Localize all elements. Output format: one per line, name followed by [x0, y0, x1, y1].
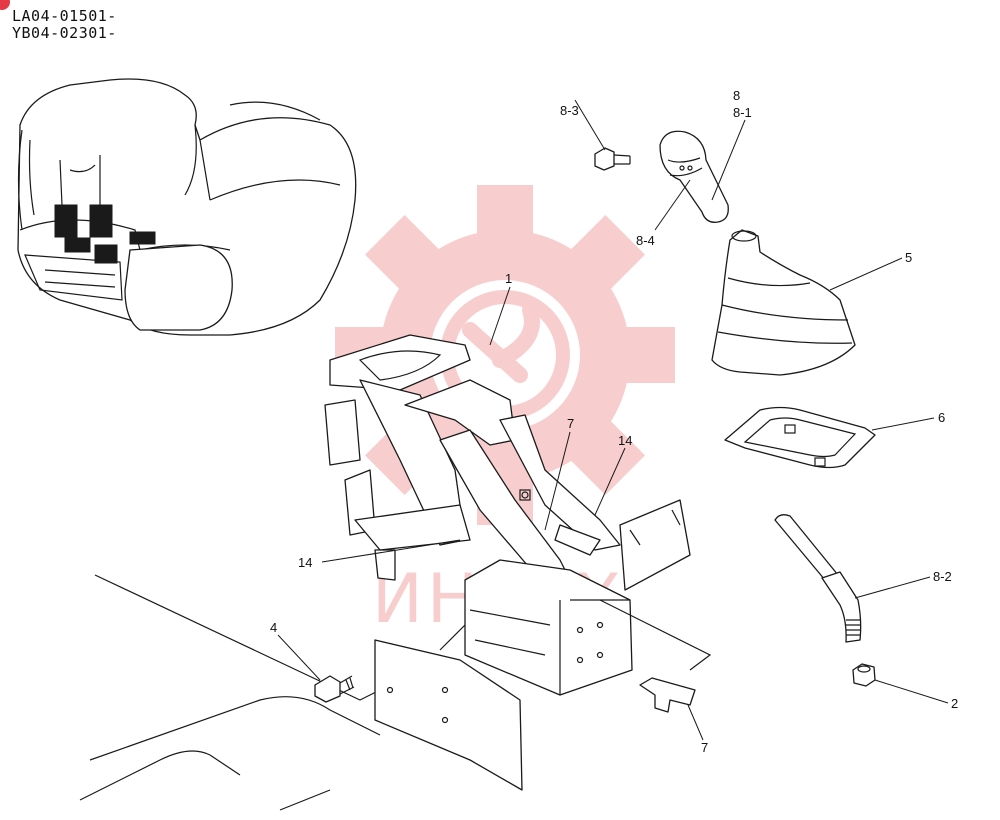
callout-7-lower: 7 — [701, 740, 708, 755]
callout-8-4: 8-4 — [636, 233, 655, 248]
serial-number-2: YB04-02301- — [12, 24, 117, 42]
callout-8-1: 8-1 — [733, 105, 752, 120]
rubber-boot-part-5 — [711, 229, 856, 376]
callout-2: 2 — [951, 696, 958, 711]
nut-part-2 — [852, 663, 876, 687]
callout-4: 4 — [270, 620, 277, 635]
callout-1: 1 — [505, 271, 512, 286]
lever-grip-part-8 — [659, 130, 729, 223]
callout-6: 6 — [938, 410, 945, 425]
callout-8-3: 8-3 — [560, 103, 579, 118]
console-bracket-part-1 — [324, 334, 691, 591]
callout-14-upper: 14 — [618, 433, 632, 448]
boot-frame-part-6 — [724, 406, 876, 469]
serial-number-1: LA04-01501- — [12, 7, 117, 25]
corner-badge — [0, 0, 10, 10]
callout-14-lower: 14 — [298, 555, 312, 570]
callout-8-2: 8-2 — [933, 569, 952, 584]
clip-part-7 — [639, 677, 696, 713]
cab-overview-illustration — [17, 78, 357, 336]
bolt-part-8-3 — [594, 147, 631, 171]
leader-lines — [277, 99, 949, 741]
callout-7-upper: 7 — [567, 416, 574, 431]
callout-8: 8 — [733, 88, 740, 103]
floor-plate-illustration — [79, 574, 523, 811]
lever-rod-part-8-2 — [774, 514, 862, 643]
support-box — [464, 559, 712, 696]
callout-5: 5 — [905, 250, 912, 265]
bolt-part-4 — [314, 675, 355, 703]
